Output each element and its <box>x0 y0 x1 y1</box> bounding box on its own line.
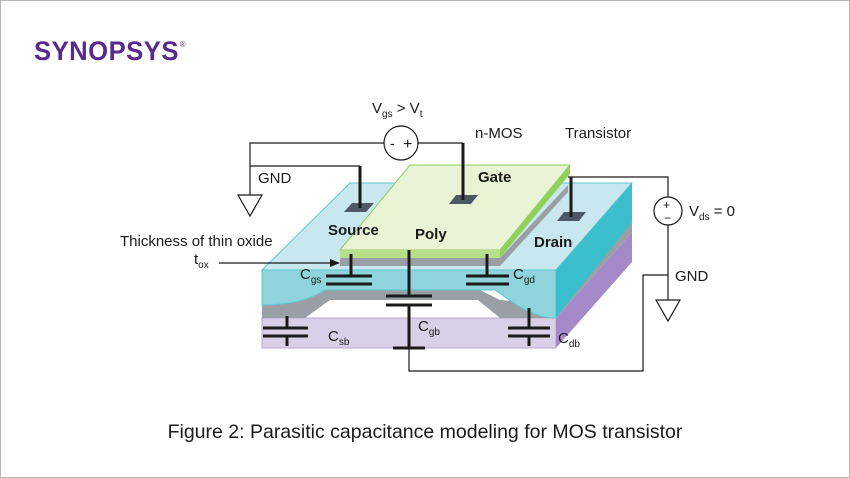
ground-left-icon <box>236 194 264 218</box>
substrate-return-wire <box>408 274 668 372</box>
vds-plus: + <box>663 198 670 212</box>
ground-right-icon <box>654 299 682 323</box>
vds-source-icon <box>653 196 683 226</box>
cap-gs-label: Cgs <box>300 266 321 286</box>
oxide-label: Thickness of thin oxide <box>120 233 273 250</box>
cap-gs-icon <box>326 254 372 286</box>
cap-gb-label: Cgb <box>418 318 440 338</box>
figure-caption: Figure 2: Parasitic capacitance modeling… <box>167 421 683 443</box>
depletion-layer <box>262 290 556 318</box>
vgs-label: Vgs > Vt <box>372 100 423 120</box>
cap-db-label: Cdb <box>558 330 580 350</box>
vds-label: Vds = 0 <box>689 203 735 223</box>
vgs-minus: - <box>390 135 395 151</box>
poly-label: Poly <box>415 226 447 243</box>
vgs-plus: + <box>403 136 412 153</box>
gnd-left-wire <box>249 142 384 195</box>
title-transistor: Transistor <box>565 125 631 142</box>
cap-gd-label: Cgd <box>513 266 535 286</box>
cap-sb-icon <box>263 316 308 346</box>
poly-front <box>340 250 500 258</box>
brand-name: SYNOPSYS <box>34 36 179 66</box>
cap-gd-icon <box>466 254 509 286</box>
vgs-source-icon <box>383 125 419 161</box>
drain-label: Drain <box>534 234 572 251</box>
source-label: Source <box>328 222 379 239</box>
cap-gb-icon <box>386 250 432 350</box>
gate-label: Gate <box>478 169 511 186</box>
substrate-side <box>556 232 632 348</box>
vds-minus: − <box>664 211 671 225</box>
synopsys-logo: SYNOPSYS® <box>34 36 186 67</box>
gnd-left-label: GND <box>258 170 292 187</box>
oxide-arrow-head <box>330 259 340 267</box>
title-nmos: n-MOS <box>475 125 523 142</box>
diffusion-front <box>261 269 557 319</box>
registered-mark: ® <box>179 40 186 49</box>
tox-label: tox <box>194 251 209 271</box>
gnd-right-label: GND <box>675 268 709 285</box>
poly-side <box>500 165 570 258</box>
drain-wire <box>568 176 669 197</box>
diffusion-side <box>556 183 632 318</box>
cap-sb-label: Csb <box>328 328 350 348</box>
cap-db-icon <box>508 308 550 346</box>
